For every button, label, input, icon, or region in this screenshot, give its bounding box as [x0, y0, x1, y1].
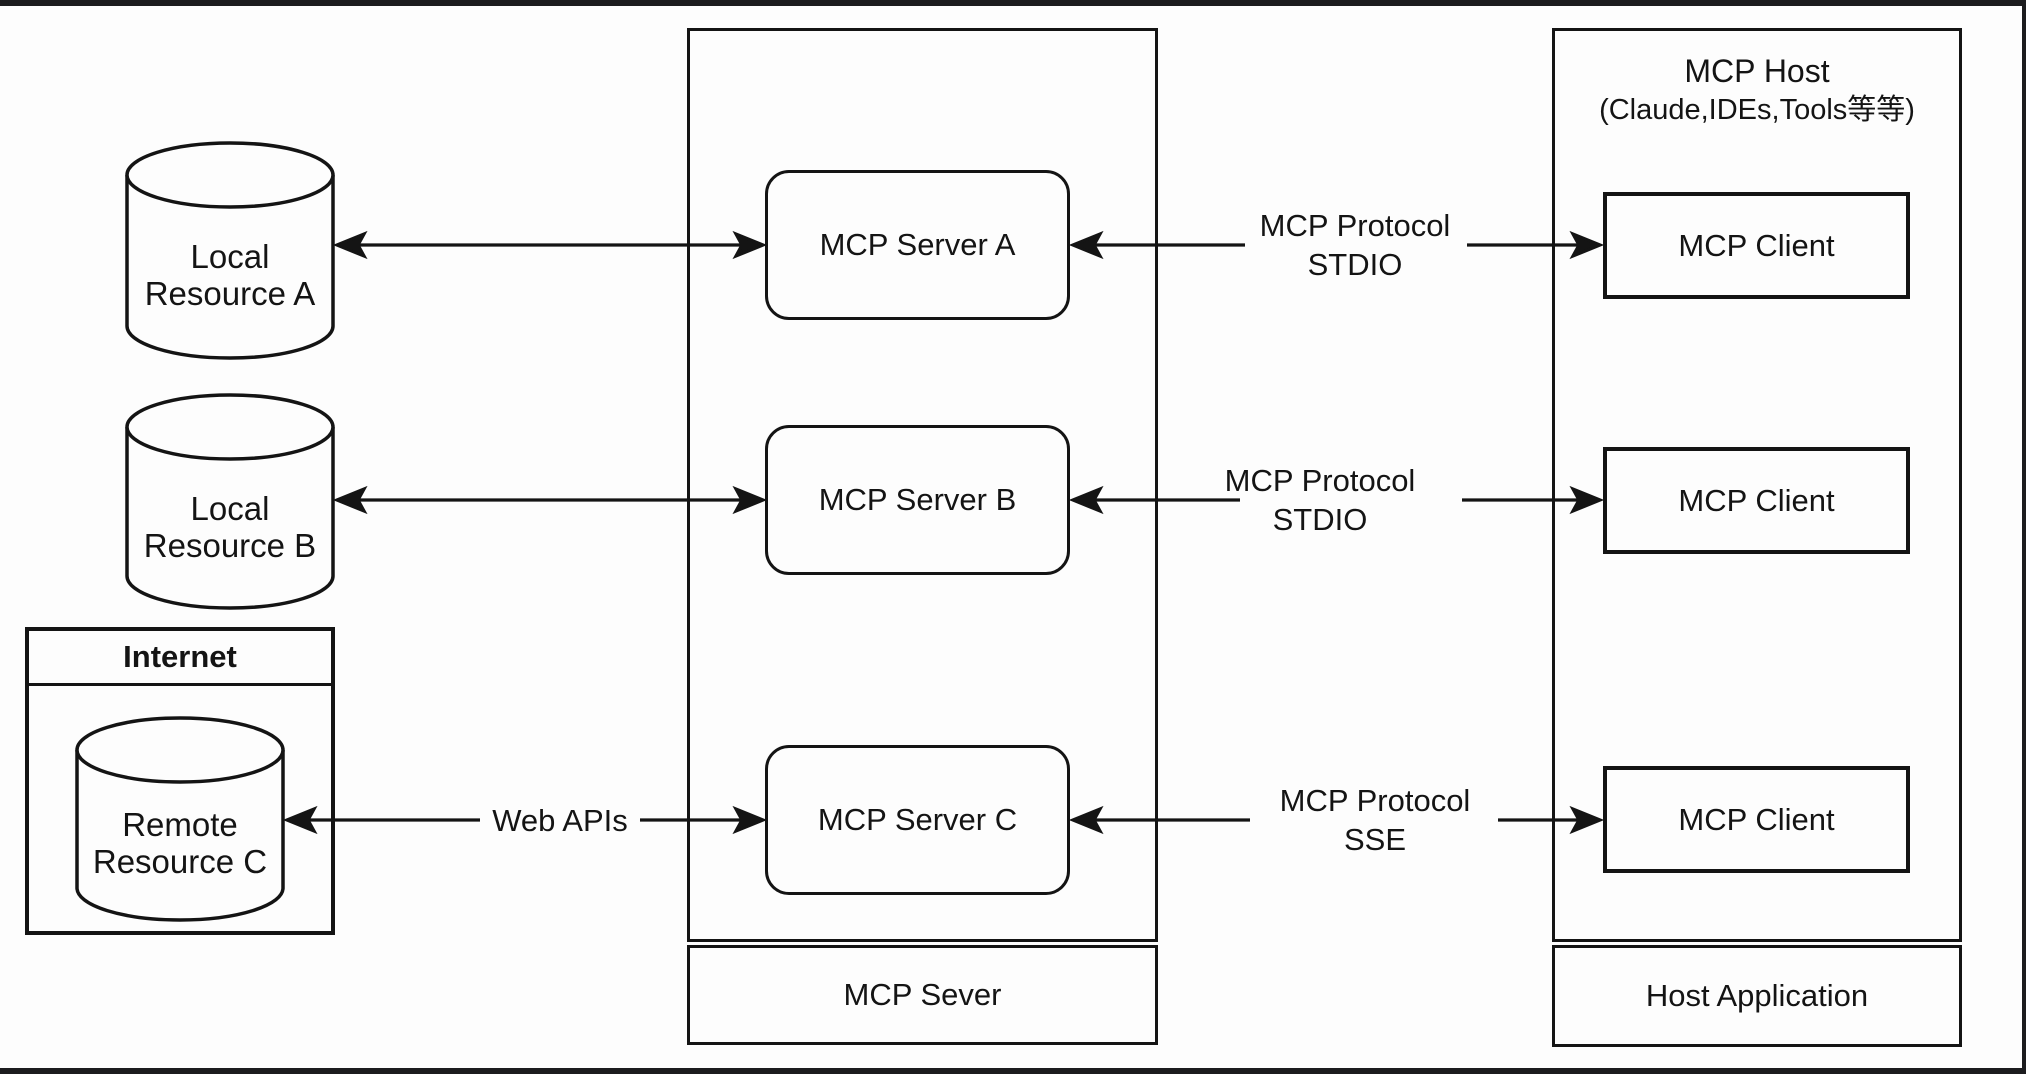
remote-resource-c-line1: Remote [122, 806, 238, 843]
local-resource-a-line1: Local [190, 238, 270, 275]
protocol-row-b-line1: MCP Protocol [1224, 463, 1416, 498]
mcp-server-b-box: MCP Server B [765, 425, 1070, 575]
mcp-server-footer-label: MCP Sever [843, 977, 1002, 1012]
mcp-server-a-box: MCP Server A [765, 170, 1070, 320]
local-resource-b-label: Local Resource B [127, 490, 333, 564]
mcp-host-title: MCP Host (Claude,IDEs,Tools等等) [1555, 52, 1959, 130]
mcp-host-title-line1: MCP Host [1684, 53, 1830, 89]
mcp-client-1-box: MCP Client [1603, 192, 1910, 299]
local-resource-b-cylinder-icon [125, 393, 335, 610]
mcp-client-3-box: MCP Client [1603, 766, 1910, 873]
local-resource-a-line2: Resource A [144, 275, 316, 312]
mcp-server-container [687, 28, 1158, 942]
mcp-client-3-label: MCP Client [1678, 801, 1835, 837]
mcp-server-c-box: MCP Server C [765, 745, 1070, 895]
arrow-server-c-client-3 [1068, 805, 1605, 835]
frame-border-right [2022, 0, 2026, 1074]
mcp-host-container [1552, 28, 1962, 942]
local-resource-a-cylinder-icon [125, 141, 335, 360]
local-resource-b-line2: Resource B [143, 527, 317, 564]
mcp-client-1-label: MCP Client [1678, 227, 1835, 263]
frame-border-bottom [0, 1068, 2026, 1074]
mcp-server-a-label: MCP Server A [819, 227, 1016, 262]
protocol-label-row-a: MCP Protocol STDIO [1240, 206, 1470, 284]
mcp-server-footer: MCP Sever [687, 945, 1158, 1045]
protocol-label-row-c: MCP Protocol SSE [1260, 781, 1490, 859]
internet-label: Internet [123, 639, 237, 674]
arrow-resource-a-server-a [332, 230, 768, 260]
mcp-server-c-label: MCP Server C [817, 802, 1018, 837]
arrow-server-b-client-2 [1068, 485, 1605, 515]
protocol-row-c-line1: MCP Protocol [1279, 783, 1471, 818]
web-apis-label: Web APIs [492, 803, 628, 838]
protocol-row-a-line1: MCP Protocol [1259, 208, 1451, 243]
mcp-client-2-box: MCP Client [1603, 447, 1910, 554]
remote-resource-c-line2: Resource C [92, 843, 268, 880]
internet-header: Internet [25, 627, 335, 686]
mcp-host-title-line2: (Claude,IDEs,Tools等等) [1599, 94, 1915, 126]
mcp-server-b-label: MCP Server B [818, 482, 1017, 517]
frame-border-top [0, 0, 2026, 6]
mcp-client-2-label: MCP Client [1678, 482, 1835, 518]
arrow-resource-b-server-b [332, 485, 768, 515]
protocol-row-c-line2: SSE [1343, 822, 1407, 857]
protocol-row-a-line2: STDIO [1307, 247, 1403, 282]
arrow-server-a-client-1 [1068, 230, 1605, 260]
protocol-row-b-line2: STDIO [1272, 502, 1368, 537]
local-resource-b-line1: Local [190, 490, 270, 527]
local-resource-a-label: Local Resource A [127, 238, 333, 312]
host-application-label: Host Application [1645, 978, 1869, 1013]
remote-resource-c-label: Remote Resource C [77, 806, 283, 880]
protocol-label-row-b: MCP Protocol STDIO [1205, 461, 1435, 539]
remote-resource-c-cylinder-icon [75, 716, 285, 922]
host-application-footer: Host Application [1552, 945, 1962, 1047]
